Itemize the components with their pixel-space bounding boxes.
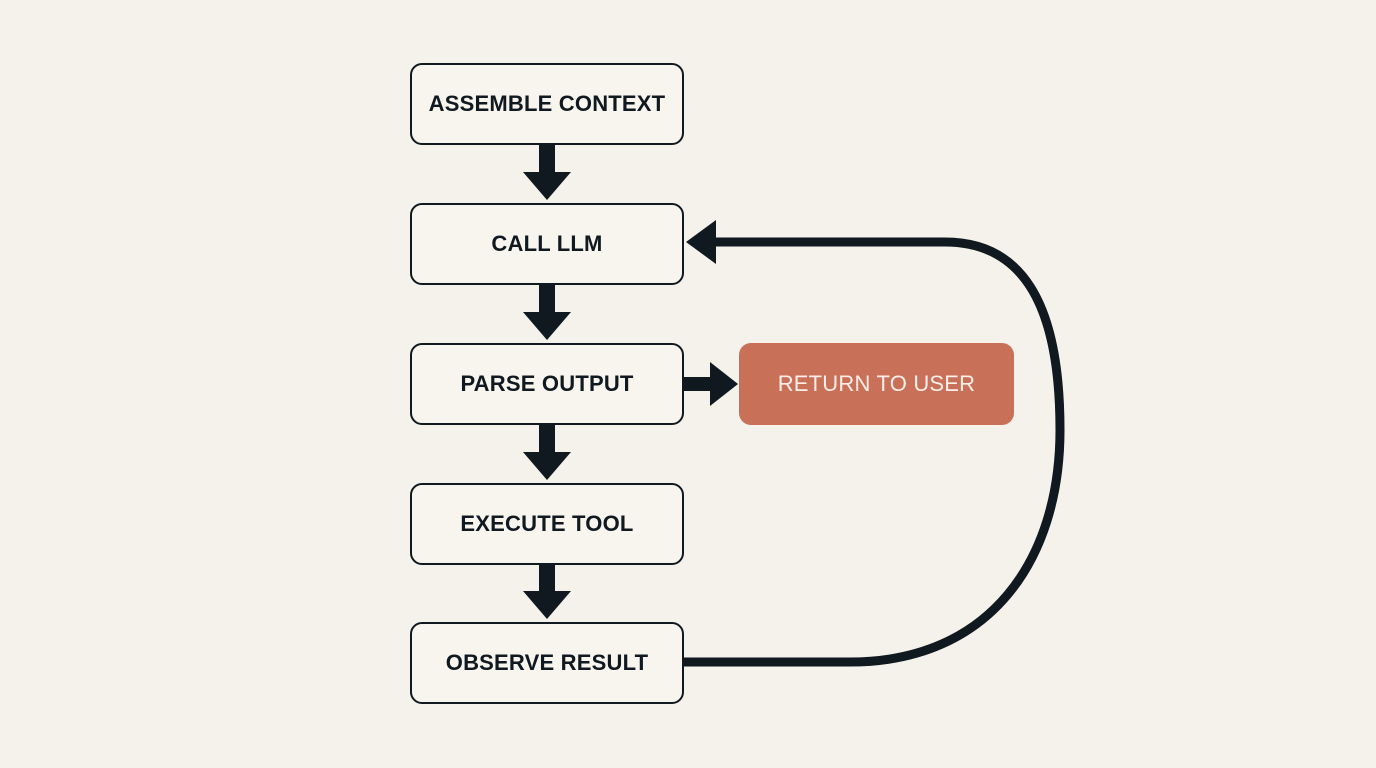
- step-observe-result: OBSERVE RESULT: [410, 622, 684, 704]
- step-execute-tool: EXECUTE TOOL: [410, 483, 684, 565]
- arrow-parse-to-execute: [523, 425, 571, 480]
- step-call-llm: CALL LLM: [410, 203, 684, 285]
- arrow-call-to-parse: [523, 285, 571, 340]
- step-label: EXECUTE TOOL: [460, 511, 634, 536]
- step-label: OBSERVE RESULT: [445, 650, 649, 675]
- step-label: ASSEMBLE CONTEXT: [428, 91, 666, 116]
- step-label: CALL LLM: [491, 231, 603, 256]
- step-label: PARSE OUTPUT: [460, 371, 634, 396]
- exit-label: RETURN TO USER: [777, 371, 976, 396]
- arrow-assemble-to-call: [523, 145, 571, 200]
- step-return-to-user: RETURN TO USER: [739, 343, 1014, 425]
- arrow-parse-to-return: [684, 362, 738, 406]
- loop-back-arrow: [684, 220, 1065, 667]
- arrow-execute-to-observe: [523, 565, 571, 619]
- step-assemble-context: ASSEMBLE CONTEXT: [410, 63, 684, 145]
- step-parse-output: PARSE OUTPUT: [410, 343, 684, 425]
